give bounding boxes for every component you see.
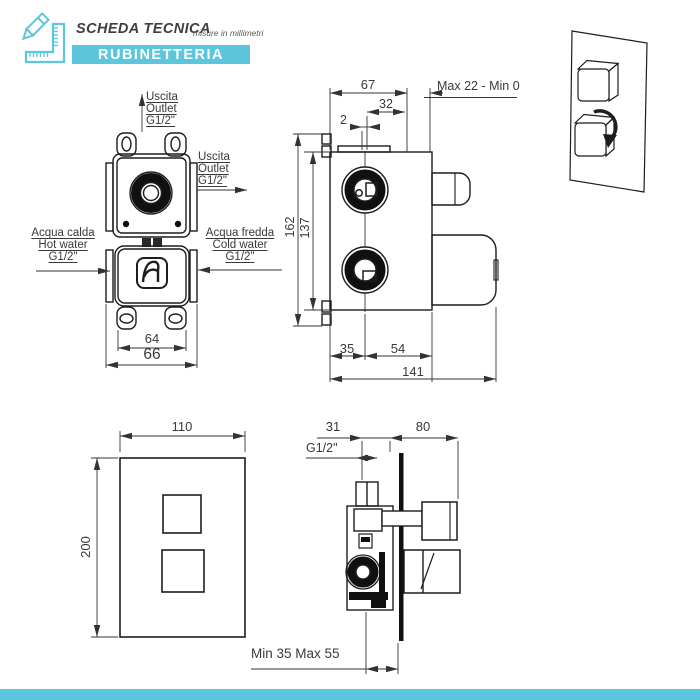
dim-31: 31 [325, 419, 341, 434]
hot-inlet-label: Acqua calda Hot water G1/2" [31, 227, 95, 263]
lower-cartridge-ring [341, 246, 389, 294]
dim-54: 54 [390, 341, 406, 356]
footer-accent-bar [0, 689, 700, 700]
side-rail [105, 162, 114, 232]
mounting-ear [116, 306, 137, 330]
dim-141: 141 [402, 364, 424, 379]
upper-square-knob [576, 59, 620, 103]
bracket [321, 145, 332, 158]
rotation-arrow [593, 109, 618, 137]
mounting-ear [164, 132, 187, 157]
dim-162: 162 [283, 216, 297, 238]
lower-knob-side [403, 549, 461, 594]
section-view-drawing [345, 453, 461, 641]
side-rail [189, 249, 198, 303]
rear-view-drawing [321, 133, 499, 326]
dim-137: 137 [298, 217, 312, 239]
cold-inlet-label: Acqua fredda Cold water G1/2" [205, 227, 275, 263]
brand-logo-box [136, 257, 168, 289]
outlet-top-label: Uscita Outlet G1/2" [146, 91, 178, 127]
screw-dot [174, 220, 182, 228]
section-view-dimension-lines [251, 434, 459, 674]
dim-80: 80 [415, 419, 431, 434]
plate-outline [119, 457, 246, 638]
bracket [321, 133, 332, 145]
front-view-dimension-lines [36, 94, 282, 369]
outlet-side-label: Uscita Outlet G1/2" [198, 151, 230, 187]
front-view-drawing [105, 132, 198, 330]
side-rail [189, 162, 198, 232]
thermostat-ring [129, 171, 173, 215]
upper-knob-square [162, 494, 202, 534]
category-bar: RUBINETTERIA [72, 45, 250, 64]
sheet-title: SCHEDA TECNICA [76, 21, 211, 37]
perspective-view-drawing [569, 30, 648, 193]
category-label: RUBINETTERIA [98, 46, 224, 63]
valve-block [431, 234, 497, 306]
bracket [321, 313, 332, 326]
upper-cartridge-ring [341, 166, 389, 214]
mounting-ear [116, 132, 137, 157]
thread-label: G1/2" [306, 441, 338, 455]
sheet-subtitle: misure in millimetri [193, 28, 264, 38]
wall-line [399, 453, 404, 641]
plate-view-dimension-lines [91, 431, 246, 638]
mounting-ear [164, 306, 187, 330]
plate-view-drawing [119, 457, 246, 638]
dim-install-depth: Min 35 Max 55 [251, 646, 340, 661]
dim-67: 67 [360, 77, 376, 92]
dim-32: 32 [379, 97, 393, 111]
dim-200: 200 [78, 536, 93, 558]
volume-ring-side [345, 554, 381, 590]
dim-66: 66 [143, 346, 161, 363]
rotation-arrowhead [603, 134, 617, 148]
dim-2: 2 [340, 113, 347, 127]
upper-knob-side [421, 501, 458, 541]
brand-logo-glyph [141, 260, 160, 283]
dim-110: 110 [171, 419, 193, 434]
ruler-pencil-icon [21, 12, 66, 64]
dim-plaster-range: Max 22 - Min 0 [437, 79, 520, 93]
lower-square-knob [573, 109, 618, 158]
rear-view-dimension-lines [293, 88, 517, 383]
dim-64: 64 [144, 331, 160, 346]
dim-35: 35 [339, 341, 355, 356]
side-rail [105, 249, 114, 303]
bracket [321, 300, 332, 313]
outlet-stub [431, 172, 471, 206]
flange-strip [337, 145, 391, 153]
lower-knob-square [161, 549, 205, 593]
screw-dot [122, 220, 130, 228]
